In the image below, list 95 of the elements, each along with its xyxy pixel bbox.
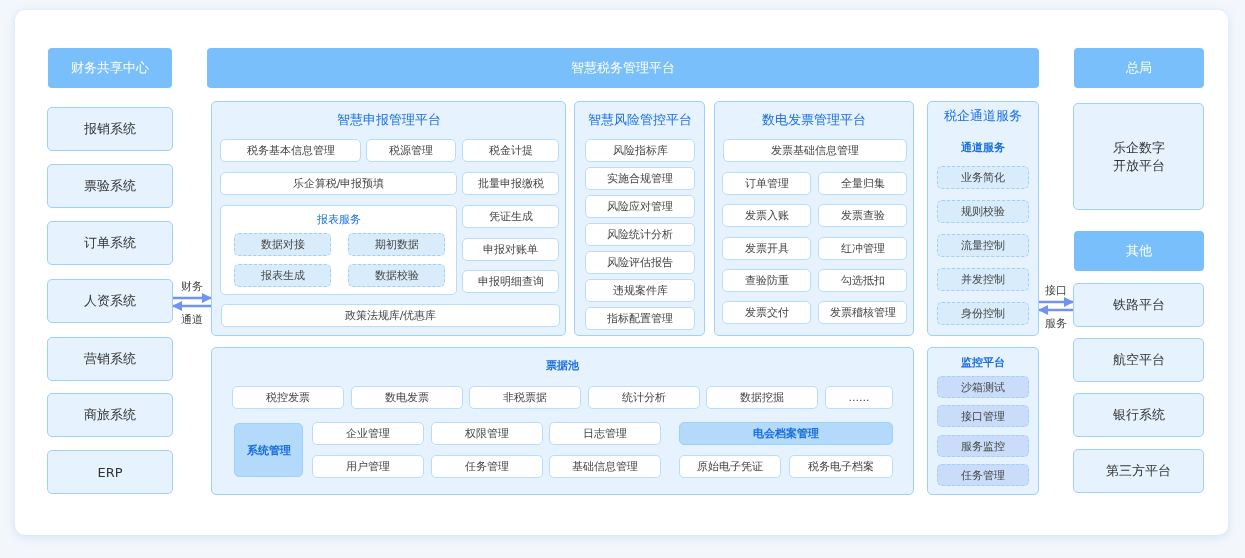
module-box: 发票稽核管理 (818, 301, 907, 325)
system-box: 铁路平台 (1073, 283, 1204, 327)
platform-panel (714, 101, 914, 336)
system-box: 订单系统 (47, 221, 173, 265)
arrow (1039, 297, 1074, 307)
platform-panel (211, 101, 566, 336)
service-tag: 服务监控 (937, 435, 1029, 457)
module-box: 全量归集 (818, 172, 907, 195)
panel-title: 智慧申报管理平台 (335, 111, 442, 129)
module-box: 基础信息管理 (549, 455, 661, 478)
service-tag: 沙箱测试 (937, 376, 1029, 398)
panel-title: 智慧风险管控平台 (586, 111, 693, 129)
module-box: ...... (825, 386, 893, 409)
module-box: 违规案件库 (585, 279, 695, 302)
module-box: 用户管理 (312, 455, 424, 478)
panel-title: 报表服务 (315, 212, 362, 227)
system-box: 商旅系统 (47, 393, 173, 437)
module-box: 批量申报缴税 (462, 172, 559, 195)
module-box: 数电发票 (351, 386, 463, 409)
module-box: 发票基础信息管理 (723, 139, 907, 162)
module-box: 日志管理 (549, 422, 661, 445)
arrow (172, 301, 211, 311)
edge-label: 服务 (1045, 316, 1067, 331)
service-tag: 报表生成 (234, 264, 331, 287)
service-tag: 流量控制 (937, 234, 1029, 257)
module-box: 企业管理 (312, 422, 424, 445)
platform-panel (927, 347, 1039, 495)
module-box: 风险应对管理 (585, 195, 695, 218)
system-box: 营销系统 (47, 337, 173, 381)
platform-panel (927, 101, 1039, 336)
header-bar: 总局 (1074, 48, 1204, 88)
module-box: 原始电子凭证 (679, 455, 781, 478)
edge-label: 接口 (1045, 283, 1067, 298)
module-box: 申报对账单 (462, 238, 559, 261)
system-box: 乐企数字开放平台 (1073, 103, 1204, 210)
module-box: 税务电子档案 (789, 455, 893, 478)
system-box: 第三方平台 (1073, 449, 1204, 493)
panel-title: 税企通道服务 (943, 107, 1023, 125)
header-bar: 财务共享中心 (48, 48, 172, 88)
module-box: 税控发票 (232, 386, 344, 409)
edge-label: 财务 (181, 279, 203, 294)
service-tag: 接口管理 (937, 405, 1029, 427)
service-tag: 身份控制 (937, 302, 1029, 325)
module-box: 统计分析 (588, 386, 700, 409)
module-box: 订单管理 (722, 172, 811, 195)
module-box: 申报明细查询 (462, 270, 559, 293)
module-box: 风险指标库 (585, 139, 695, 162)
service-tag: 业务简化 (937, 166, 1029, 189)
system-box: 报销系统 (47, 107, 173, 151)
system-box: 票验系统 (47, 164, 173, 208)
system-box: 人资系统 (47, 279, 173, 323)
module-box: 税金计提 (462, 139, 559, 162)
service-tag: 并发控制 (937, 268, 1029, 291)
module-box: 凭证生成 (462, 205, 559, 228)
service-tag: 期初数据 (348, 233, 445, 256)
category-box: 电会档案管理 (679, 422, 893, 445)
module-box: 实施合规管理 (585, 167, 695, 190)
module-box: 风险评估报告 (585, 251, 695, 274)
module-box: 发票入账 (722, 204, 811, 228)
module-box: 乐企算税/申报预填 (220, 172, 457, 195)
panel-title: 数电发票管理平台 (761, 111, 867, 129)
system-box: 航空平台 (1073, 338, 1204, 382)
module-box: 税源管理 (366, 139, 456, 162)
panel-title: 监控平台 (960, 355, 1006, 370)
edge-label: 通道 (181, 312, 203, 327)
module-box: 税务基本信息管理 (220, 139, 361, 162)
service-tag: 数据校验 (348, 264, 445, 287)
system-box: 银行系统 (1073, 393, 1204, 437)
module-box: 数据挖掘 (706, 386, 818, 409)
module-box: 勾选抵扣 (818, 268, 907, 292)
header-bar: 其他 (1074, 231, 1204, 271)
module-box: 指标配置管理 (585, 307, 695, 330)
arrow (173, 293, 212, 303)
module-box: 风险统计分析 (585, 223, 695, 246)
panel-subtitle: 通道服务 (960, 140, 1006, 155)
module-box: 政策法规库/优惠库 (221, 304, 560, 327)
panel-title: 票据池 (545, 358, 580, 373)
service-tag: 规则校验 (937, 200, 1029, 223)
platform-panel (574, 101, 705, 336)
platform-panel (211, 347, 914, 495)
module-box: 权限管理 (431, 422, 543, 445)
module-box: 发票查验 (818, 204, 907, 228)
system-box: ERP (47, 450, 173, 494)
module-box: 发票开具 (722, 236, 811, 260)
service-tag: 数据对接 (234, 233, 331, 256)
module-box: 查验防重 (722, 268, 811, 292)
category-box: 系统管理 (234, 423, 303, 477)
module-box: 非税票据 (469, 386, 581, 409)
service-tag: 任务管理 (937, 464, 1029, 486)
module-box: 任务管理 (431, 455, 543, 478)
service-panel (220, 205, 457, 295)
module-box: 红冲管理 (818, 236, 907, 260)
module-box: 发票交付 (722, 301, 811, 325)
header-bar: 智慧税务管理平台 (207, 48, 1039, 88)
arrow (1038, 305, 1073, 315)
